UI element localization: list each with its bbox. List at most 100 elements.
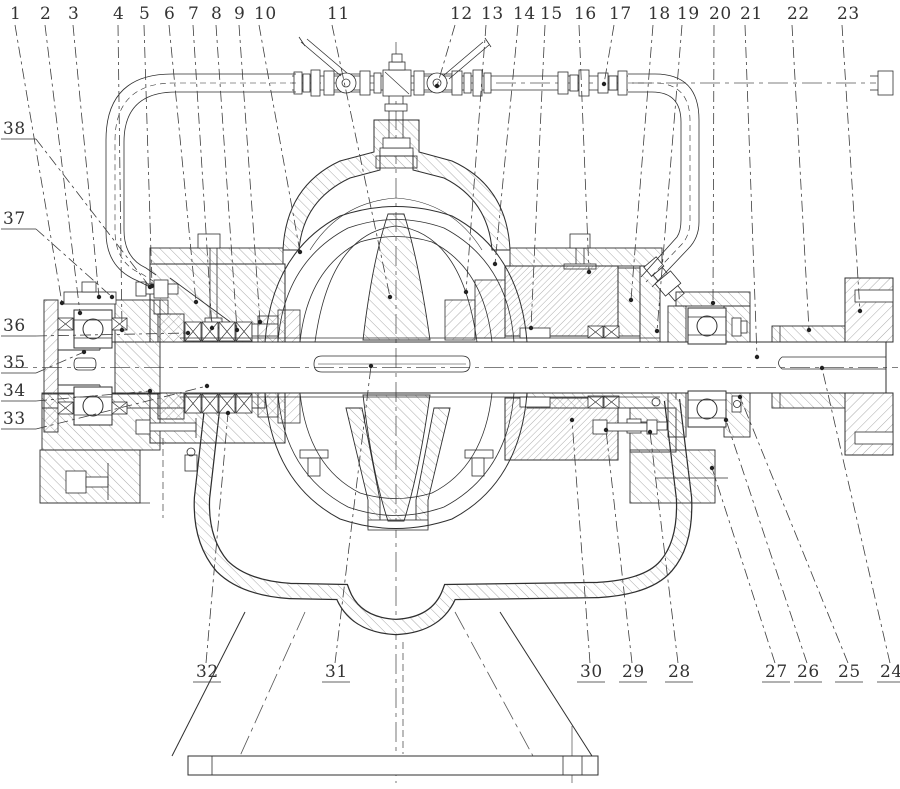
right-bearing xyxy=(667,291,751,438)
callout-20: 20 xyxy=(709,4,732,24)
coupling xyxy=(771,277,894,456)
callout-leader-25 xyxy=(739,396,849,664)
callout-leader-10 xyxy=(258,24,301,253)
callout-36: 36 xyxy=(3,316,26,336)
callout-leader-15 xyxy=(530,24,546,329)
callout-dot-22 xyxy=(806,327,812,333)
callout-12: 12 xyxy=(450,4,473,24)
callout-6: 6 xyxy=(164,4,175,24)
callout-leader-27 xyxy=(711,467,776,664)
callout-leader-30 xyxy=(571,419,591,664)
callout-leader-19 xyxy=(656,24,683,332)
callout-38: 38 xyxy=(3,119,26,139)
callout-dot-21 xyxy=(754,354,760,360)
callout-leader-7 xyxy=(192,24,213,329)
callout-leader-20 xyxy=(712,24,715,304)
callout-dot-25 xyxy=(737,394,743,400)
callout-leader-5 xyxy=(143,24,153,287)
callout-leader-8 xyxy=(215,24,238,331)
callout-leader-28 xyxy=(649,431,679,664)
callout-dot-3 xyxy=(96,294,102,300)
callout-33: 33 xyxy=(3,409,26,429)
callout-32: 32 xyxy=(196,662,219,682)
callout-dot-30 xyxy=(569,417,575,423)
callout-dot-37 xyxy=(109,294,115,300)
callout-8: 8 xyxy=(211,4,222,24)
callout-leader-31 xyxy=(334,365,372,664)
impeller xyxy=(264,206,528,529)
callout-leader-6 xyxy=(168,24,197,303)
callout-leader-34 xyxy=(35,390,151,402)
callout-leader-1 xyxy=(14,24,63,304)
callout-leader-4 xyxy=(117,24,123,331)
callout-leader-12 xyxy=(436,24,456,87)
callout-1: 1 xyxy=(10,4,21,24)
callout-37: 37 xyxy=(3,209,26,229)
callout-leader-9 xyxy=(238,24,261,323)
callout-dot-16 xyxy=(586,269,592,275)
callout-dot-31 xyxy=(368,363,374,369)
callout-dot-20 xyxy=(710,300,716,306)
callout-24: 24 xyxy=(880,662,900,682)
callout-9: 9 xyxy=(234,4,245,24)
callout-dot-28 xyxy=(647,429,653,435)
callout-leader-33 xyxy=(35,385,208,430)
callout-leader-14 xyxy=(494,24,519,265)
callout-31: 31 xyxy=(325,662,348,682)
callout-dot-15 xyxy=(528,325,534,331)
callout-14: 14 xyxy=(513,4,536,24)
callout-17: 17 xyxy=(609,4,632,24)
callout-dot-1 xyxy=(59,300,65,306)
callout-dot-23 xyxy=(857,308,863,314)
callout-dot-7 xyxy=(209,325,215,331)
pump-shaft xyxy=(57,337,887,398)
callout-dot-32 xyxy=(225,410,231,416)
callout-13: 13 xyxy=(481,4,504,24)
callout-leader-37 xyxy=(35,228,113,298)
callout-25: 25 xyxy=(838,662,861,682)
callout-leader-3 xyxy=(72,24,100,298)
callout-dot-8 xyxy=(234,327,240,333)
callout-16: 16 xyxy=(574,4,597,24)
callout-dot-38 xyxy=(147,284,153,290)
callout-leader-36 xyxy=(35,332,189,337)
callout-dot-18 xyxy=(628,297,634,303)
callout-leader-32 xyxy=(205,412,229,664)
left-bearing xyxy=(43,281,161,433)
callout-3: 3 xyxy=(68,4,79,24)
callout-26: 26 xyxy=(797,662,820,682)
callout-2: 2 xyxy=(40,4,51,24)
callout-leader-17 xyxy=(603,24,615,85)
callout-34: 34 xyxy=(3,381,26,401)
callout-29: 29 xyxy=(622,662,645,682)
callout-leader-11 xyxy=(331,24,391,298)
callout-35: 35 xyxy=(3,353,26,373)
callout-5: 5 xyxy=(139,4,150,24)
callout-dot-19 xyxy=(654,328,660,334)
callout-dot-2 xyxy=(77,310,83,316)
callout-28: 28 xyxy=(668,662,691,682)
callout-7: 7 xyxy=(188,4,199,24)
callout-30: 30 xyxy=(580,662,603,682)
callout-leader-2 xyxy=(44,24,81,314)
callout-leader-24 xyxy=(821,367,891,664)
callout-dot-24 xyxy=(819,365,825,371)
callout-dot-27 xyxy=(709,465,715,471)
callout-leader-13 xyxy=(465,24,487,293)
callout-15: 15 xyxy=(540,4,563,24)
callout-dot-14 xyxy=(492,261,498,267)
callout-dot-26 xyxy=(723,417,729,423)
callout-leader-26 xyxy=(725,419,808,664)
callout-leader-23 xyxy=(841,24,861,312)
callout-leader-18 xyxy=(630,24,654,301)
callout-leader-35 xyxy=(35,351,85,374)
callout-dot-6 xyxy=(193,299,199,305)
callout-19: 19 xyxy=(677,4,700,24)
callout-22: 22 xyxy=(787,4,810,24)
callout-dot-17 xyxy=(601,81,607,87)
callout-10: 10 xyxy=(254,4,277,24)
callout-dot-10 xyxy=(297,249,303,255)
